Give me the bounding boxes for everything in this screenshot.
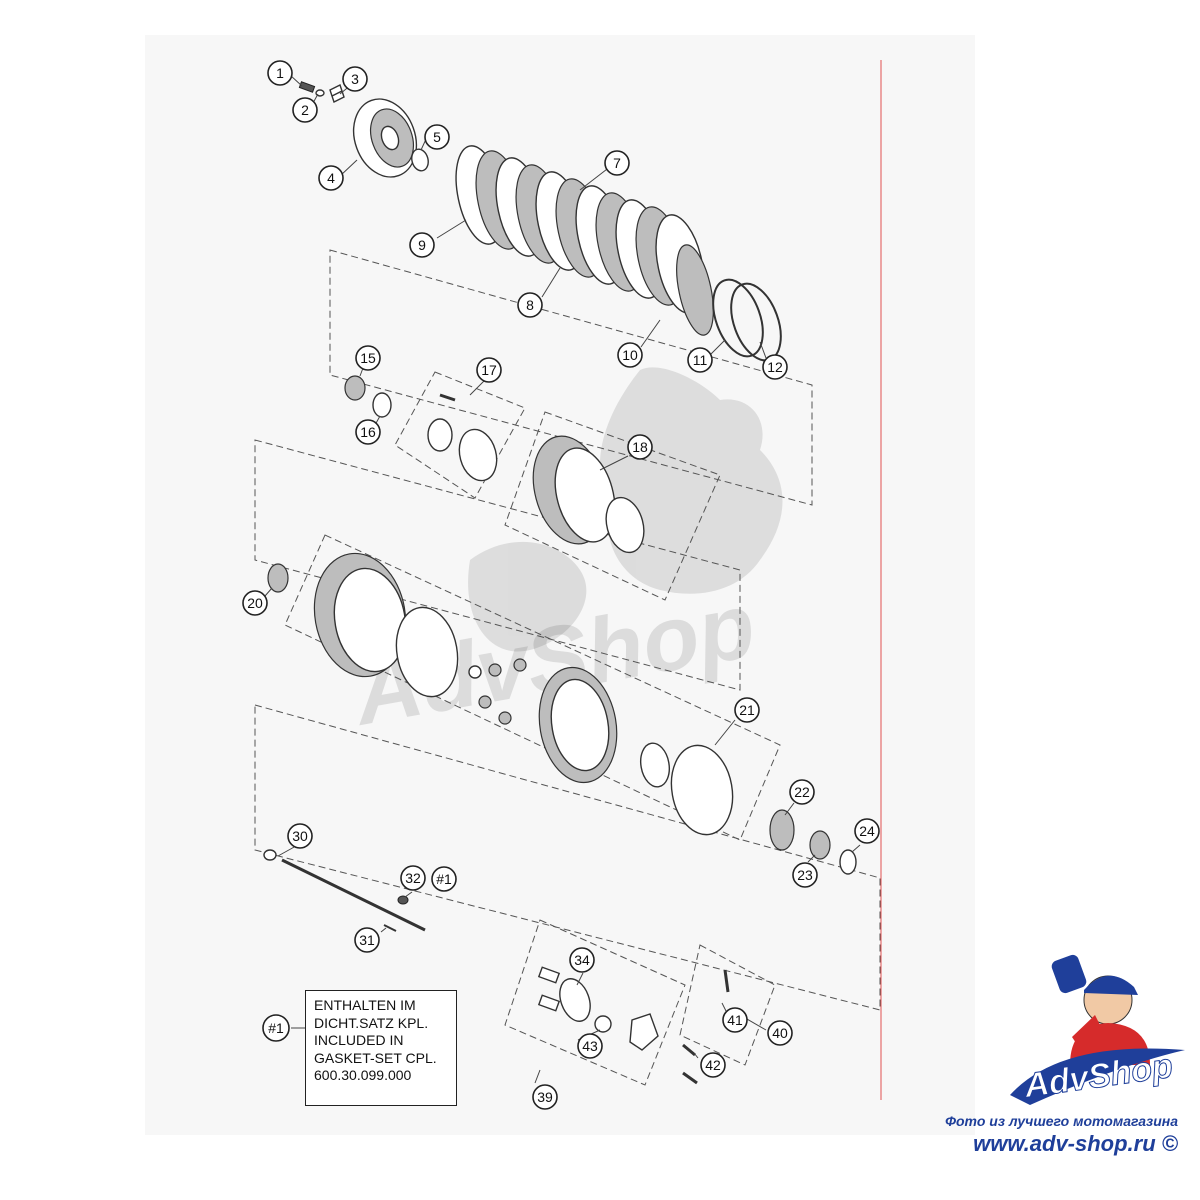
callout-22: 22 <box>789 779 815 805</box>
callout-note-ref: #1 <box>262 1014 290 1042</box>
callout-17: 17 <box>476 357 502 383</box>
callout-7: 7 <box>604 150 630 176</box>
callout-3: 3 <box>342 66 368 92</box>
callout-32-kit: #1 <box>431 866 457 892</box>
svg-text:15: 15 <box>360 350 376 366</box>
svg-text:22: 22 <box>794 784 810 800</box>
callout-31: 31 <box>354 927 380 953</box>
push-rod <box>263 849 426 932</box>
watermark <box>468 367 783 652</box>
svg-text:39: 39 <box>537 1089 553 1105</box>
callout-43: 43 <box>577 1033 603 1059</box>
callout-34: 34 <box>569 947 595 973</box>
svg-text:34: 34 <box>574 952 590 968</box>
callout-15: 15 <box>355 345 381 371</box>
note-line: INCLUDED IN <box>314 1032 404 1048</box>
callout-18: 18 <box>627 434 653 460</box>
outline-group-17 <box>394 371 526 499</box>
note-line: 600.30.099.000 <box>314 1067 412 1083</box>
svg-text:3: 3 <box>351 71 359 87</box>
outline-shaft <box>254 704 881 1011</box>
svg-text:#1: #1 <box>268 1020 284 1036</box>
outline-group-21 <box>284 534 781 841</box>
svg-text:32: 32 <box>405 870 421 886</box>
svg-text:10: 10 <box>622 347 638 363</box>
clutch-basket <box>267 552 527 725</box>
svg-text:16: 16 <box>360 424 376 440</box>
outline-group-18 <box>504 411 721 601</box>
primary-gear <box>538 666 857 875</box>
callout-32: 32 <box>400 865 426 891</box>
credit-tagline: Фото из лучшего мотомагазина <box>945 1113 1178 1129</box>
callout-39: 39 <box>532 1084 558 1110</box>
svg-text:12: 12 <box>767 359 783 375</box>
callout-10: 10 <box>617 342 643 368</box>
note-line: DICHT.SATZ KPL. <box>314 1014 429 1031</box>
svg-text:2: 2 <box>301 102 309 118</box>
callout-4: 4 <box>318 165 344 191</box>
svg-text:17: 17 <box>481 362 497 378</box>
mascot-icon <box>1051 954 1150 1065</box>
svg-text:5: 5 <box>433 129 441 145</box>
gasket-set-note: ENTHALTEN IM DICHT.SATZ KPL. INCLUDED IN… <box>305 990 457 1106</box>
svg-text:31: 31 <box>359 932 375 948</box>
clutch-exploded-diagram: AdvShop <box>242 60 882 1110</box>
callout-24: 24 <box>854 818 880 844</box>
svg-text:#1: #1 <box>436 871 452 887</box>
credit-url[interactable]: www.adv-shop.ru © <box>973 1131 1178 1156</box>
svg-text:9: 9 <box>418 237 426 253</box>
callout-2: 2 <box>292 97 318 123</box>
callout-11: 11 <box>687 347 713 373</box>
clutch-plate-stack <box>455 145 782 362</box>
callout-16: 16 <box>355 419 381 445</box>
svg-text:18: 18 <box>632 439 648 455</box>
svg-text:4: 4 <box>327 170 335 186</box>
svg-text:8: 8 <box>526 297 534 313</box>
callout-41: 41 <box>722 1007 748 1033</box>
callout-9: 9 <box>409 232 435 258</box>
callout-5: 5 <box>424 124 450 150</box>
svg-text:42: 42 <box>705 1057 721 1073</box>
svg-text:7: 7 <box>613 155 621 171</box>
svg-text:40: 40 <box>772 1025 788 1041</box>
note-line: ENTHALTEN IM <box>314 997 416 1013</box>
outline-clutch-pack <box>329 249 813 506</box>
callout-40: 40 <box>767 1020 793 1046</box>
callout-30: 30 <box>287 823 313 849</box>
callout-21: 21 <box>734 697 760 723</box>
svg-text:1: 1 <box>276 65 284 81</box>
adv-shop-logo: AdvShop <box>1010 954 1185 1106</box>
outline-group-40 <box>679 944 776 1066</box>
note-line: GASKET-SET CPL. <box>314 1049 437 1066</box>
svg-text:41: 41 <box>727 1012 743 1028</box>
slave-cylinder-parts <box>537 966 730 1085</box>
svg-text:24: 24 <box>859 823 875 839</box>
svg-text:21: 21 <box>739 702 755 718</box>
hub-parts <box>344 375 645 554</box>
svg-text:43: 43 <box>582 1038 598 1054</box>
callout-12: 12 <box>762 354 788 380</box>
callout-1: 1 <box>267 60 293 86</box>
svg-text:20: 20 <box>247 595 263 611</box>
callout-42: 42 <box>700 1052 726 1078</box>
svg-text:11: 11 <box>693 352 708 368</box>
svg-text:23: 23 <box>797 867 813 883</box>
callout-8: 8 <box>517 292 543 318</box>
credit-block: Фото из лучшего мотомагазина www.adv-sho… <box>945 1113 1178 1157</box>
diagram-sheet: AdvShop <box>145 35 975 1135</box>
pressure-plate-parts <box>298 81 429 178</box>
callout-23: 23 <box>792 862 818 888</box>
outline-group-39 <box>504 919 686 1086</box>
callout-20: 20 <box>242 590 268 616</box>
svg-text:30: 30 <box>292 828 308 844</box>
